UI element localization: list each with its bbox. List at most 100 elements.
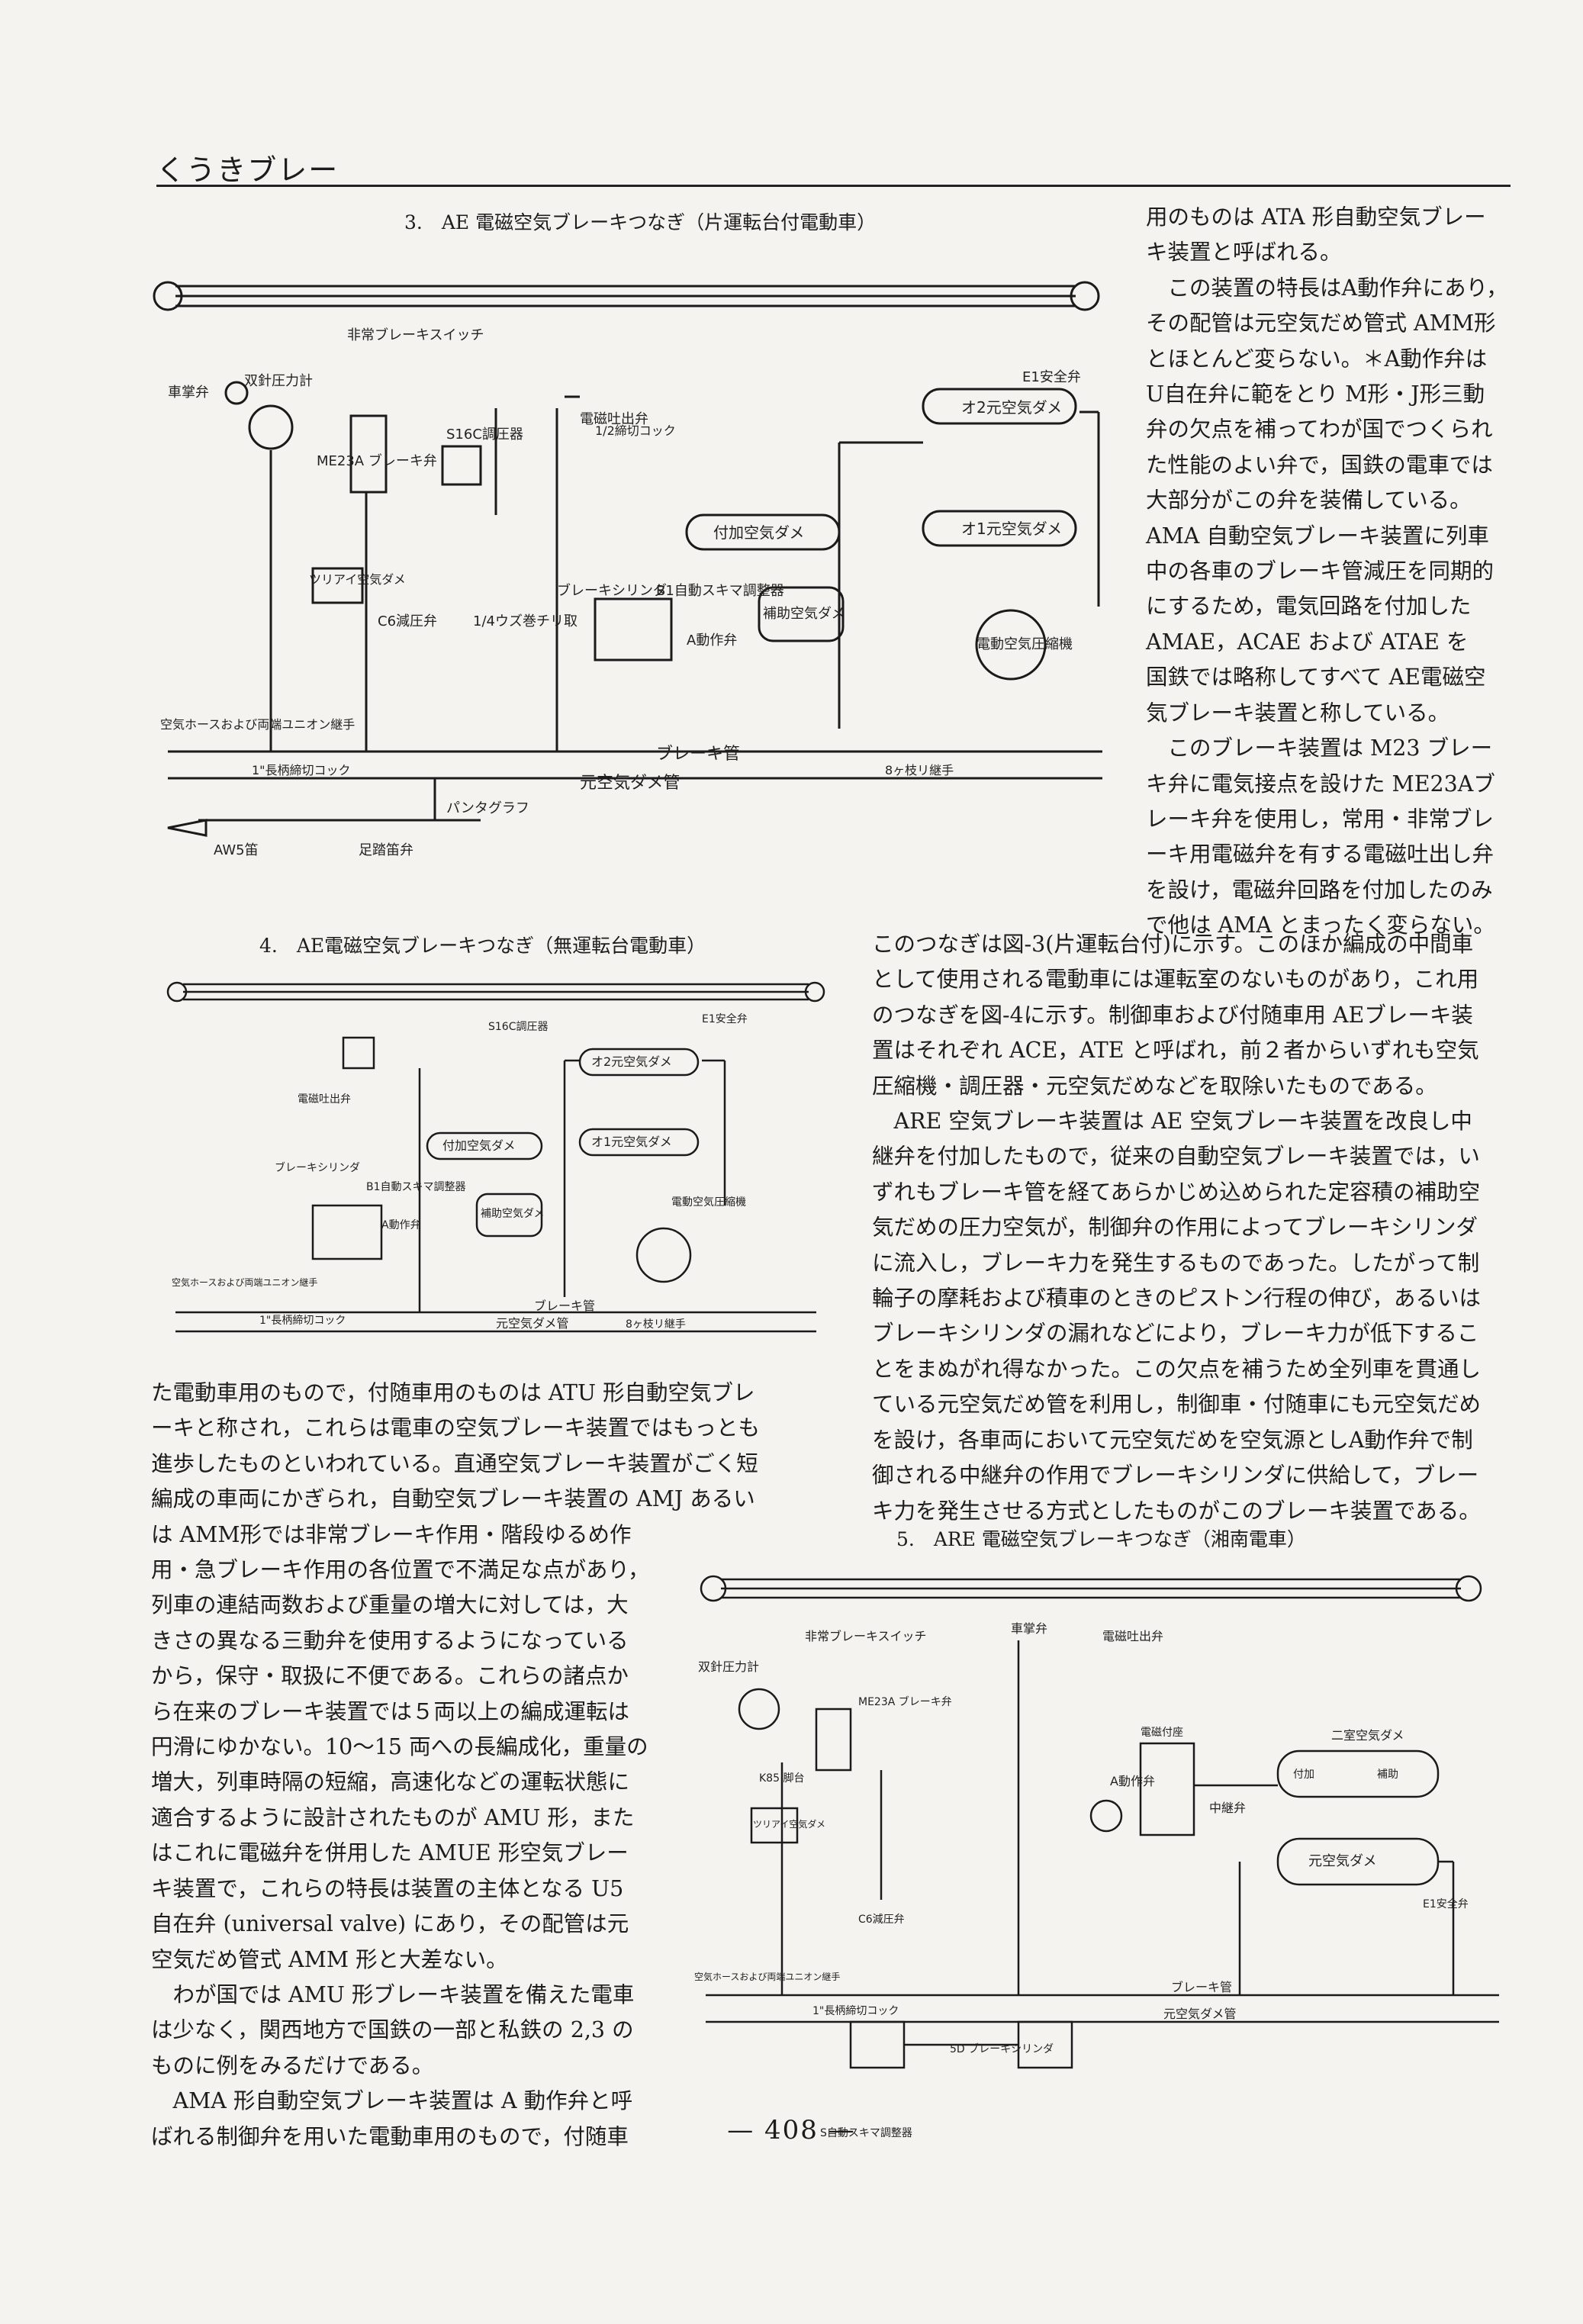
text-line: AMA 形自動空気ブレーキ装置は A 動作弁と呼 [151, 2088, 633, 2114]
fig3-pantograph-label: パンタグラフ [446, 800, 529, 816]
text-line: ARE 空気ブレーキ装置は AE 空気ブレーキ装置を改良し中 [872, 1109, 1472, 1135]
fig3-dirt-collector-label: 1/4ウズ巻チリ取 [473, 613, 578, 629]
text-line: とほとんど変らない。＊A動作弁は [1146, 346, 1488, 372]
fig4-supplementary-reservoir-label: 付加空気ダメ [442, 1138, 516, 1153]
figure-5-diagram: 非常ブレーキスイッチ 双針圧力計 車掌弁 ME23A ブレーキ弁 K85 脚台 … [694, 1575, 1499, 2139]
text-line: た電動車用のもので，付随車用のものは ATU 形自動空気ブレ [151, 1380, 755, 1405]
fig4-main-reservoir-1-label: オ1元空気ダメ [591, 1135, 672, 1149]
fig3-cut-out-cock-label: 1/2締切コック [595, 423, 676, 438]
fig5-main-reservoir-label: 元空気ダメ [1308, 1853, 1376, 1869]
text-line: は少なく，関西地方で国鉄の一部と私鉄の 2,3 の [151, 2017, 634, 2043]
text-line: 自在弁 (universal valve) にあり，その配管は元 [151, 1911, 629, 1937]
figure-3-diagram: ブレーキ管 元空気ダメ管 オ2元空気ダメ オ1元空気ダメ 付加空気ダメ 電動空気… [153, 281, 1102, 858]
text-line: 継弁を付加したもので，従来の自動空気ブレーキ装置では，い [872, 1144, 1480, 1170]
fig5-magnet-valve-label: 電磁吐出弁 [1102, 1629, 1163, 1643]
text-line: ーキ用電磁弁を有する電磁吐出し弁 [1146, 842, 1495, 867]
figure-4-diagram: オ2元空気ダメ オ1元空気ダメ 付加空気ダメ S16C調圧器 E1安全弁 電磁吐… [166, 981, 825, 1333]
text-line: 気だめの圧力空気が，制御弁の作用によってブレーキシリンダ [872, 1215, 1478, 1241]
fig5-a-valve-label: A動作弁 [1110, 1774, 1155, 1788]
text-line: きさの異なる三動弁を使用するようになっている [151, 1627, 629, 1653]
running-header: くうきブレー [156, 153, 339, 187]
text-line: レーキ弁を使用し，常用・非常ブレ [1146, 806, 1495, 832]
text-line: キ力を発生させる方式としたものがこのブレーキ装置である。 [872, 1498, 1481, 1524]
fig5-pedestal-label: K85 脚台 [759, 1772, 804, 1785]
page-number: — 408 — [727, 2115, 856, 2145]
fig4-hose-union-label: 空気ホースおよび両端ユニオン継手 [172, 1276, 317, 1288]
fig5-supplementary-chamber-label: 付加 [1293, 1769, 1314, 1781]
fig3-angle-cock-label: 1"長柄締切コック [252, 763, 351, 777]
text-line: から，保守・取扱に不便である。これらの諸点か [151, 1663, 629, 1689]
fig3-a-valve-label: A動作弁 [687, 633, 737, 649]
fig3-governor-label: S16C調圧器 [446, 426, 523, 443]
fig3-duplex-gauge-label: 双針圧力計 [244, 373, 313, 389]
fig4-main-reservoir-pipe-label: 元空気ダメ管 [496, 1316, 569, 1331]
text-line: ーキと称され，これらは電車の空気ブレーキ装置ではもっとも [151, 1415, 761, 1441]
header-rule [156, 185, 1511, 187]
text-line: 中の各車のブレーキ管減圧を同期的 [1146, 558, 1495, 584]
fig3-reducing-valve-label: C6減圧弁 [378, 613, 437, 629]
fig5-brake-cylinder-label: 5D ブレーキシリンダ [950, 2042, 1054, 2055]
text-line: 御される中継弁の作用でブレーキシリンダに供給して，ブレー [872, 1463, 1479, 1489]
fig5-brake-valve-label: ME23A ブレーキ弁 [858, 1695, 952, 1708]
fig4-brake-cylinder-label: ブレーキシリンダ [275, 1161, 360, 1174]
text-line: で他は AMA とまったく変らない。 [1146, 913, 1495, 938]
fig5-two-chamber-reservoir-label: 二室空気ダメ [1331, 1728, 1404, 1743]
fig5-duplex-gauge-label: 双針圧力計 [698, 1659, 759, 1674]
text-line: に流入し，ブレーキ力を発生するものであった。したがって制 [872, 1250, 1480, 1276]
fig4-angle-cock-label: 1"長柄締切コック [259, 1314, 346, 1327]
fig3-branch-fitting-label: 8ヶ枝リ継手 [885, 763, 954, 777]
text-line: わが国では AMU 形ブレーキ装置を備えた電車 [151, 1981, 635, 2007]
text-line: 進歩したものといわれている。直通空気ブレーキ装置がごく短 [151, 1450, 758, 1476]
fig5-angle-cock-label: 1"長柄締切コック [812, 2004, 899, 2017]
fig3-safety-valve-label: E1安全弁 [1022, 369, 1081, 385]
fig3-emergency-switch-label: 非常ブレーキスイッチ [347, 327, 484, 343]
fig3-slack-adjuster-label: B1自動スキマ調整器 [656, 583, 784, 599]
right-column-text: 用のものは ATA 形自動空気ブレー キ装置と呼ばれる。 この装置の特長はA動作… [1146, 200, 1520, 944]
text-line: このつなぎは図-3(片運転台付)に示す。このほか編成の中間車 [872, 932, 1474, 957]
text-line: このブレーキ装置は M23 ブレー [1146, 736, 1493, 761]
fig4-safety-valve-label: E1安全弁 [702, 1012, 748, 1025]
text-line: として使用される電動車には運転室のないものがあり，これ用 [872, 967, 1479, 993]
text-line: 国鉄では略称してすべて AE電磁空 [1146, 665, 1486, 690]
fig4-auxiliary-reservoir-label: 補助空気ダメ [481, 1208, 545, 1220]
fig4-governor-label: S16C調圧器 [488, 1021, 548, 1033]
text-line: 輪子の摩耗および積車のときのピストン行程の伸び，あるいは [872, 1286, 1482, 1312]
fig3-foot-valve-label: 足踏笛弁 [359, 842, 413, 858]
fig3-supplementary-reservoir-label: 付加空気ダメ [713, 523, 804, 542]
fig4-a-valve-label: A動作弁 [381, 1219, 421, 1231]
text-line: キ弁に電気接点を設けた ME23Aブ [1146, 771, 1495, 797]
fig3-magnet-valve-label: 電磁吐出弁 [580, 411, 648, 427]
fig5-main-reservoir-pipe-label: 元空気ダメ管 [1163, 2007, 1237, 2021]
text-line: 増大，列車時隔の短縮，高速化などの運転状態に [151, 1769, 630, 1795]
fig5-magnet-seat-label: 電磁付座 [1141, 1727, 1183, 1739]
text-line: 適合するように設計されたものが AMU 形，また [151, 1804, 635, 1830]
fig3-brake-cylinder-label: ブレーキシリンダ [557, 582, 667, 599]
text-line: この装置の特長はA動作弁にあり， [1146, 275, 1508, 301]
text-line: 弁の欠点を補ってわが国でつくられ [1146, 417, 1493, 443]
fig3-brake-valve-label: ME23A ブレーキ弁 [317, 452, 437, 469]
figure-3-caption: 3. AE 電磁空気ブレーキつなぎ（片運転台付電動車） [404, 211, 877, 233]
fig4-magnet-valve-label: 電磁吐出弁 [298, 1093, 351, 1106]
fig5-hose-union-label: 空気ホースおよび両端ユニオン継手 [694, 1971, 840, 1982]
text-line: 円滑にゆかない。10～15 両への長編成化，重量の [151, 1734, 648, 1760]
fig5-brake-pipe-label: ブレーキ管 [1171, 1980, 1232, 1994]
text-line: ている元空気だめ管を利用し，制御車・付随車にも元空気だめ [872, 1392, 1482, 1418]
text-line: を設け，各車両において元空気だめを空気源としA動作弁で制 [872, 1427, 1473, 1453]
text-line: U自在弁に範をとり M形・J形三動 [1146, 381, 1485, 407]
fig4-branch-fitting-label: 8ヶ枝リ継手 [626, 1318, 686, 1331]
fig5-reducing-valve-label: C6減圧弁 [858, 1913, 905, 1926]
fig3-conductor-valve-label: 車掌弁 [168, 385, 209, 401]
fig3-main-reservoir-1-label: オ1元空気ダメ [961, 520, 1062, 538]
text-line: はこれに電磁弁を併用した AMUE 形空気ブレー [151, 1840, 629, 1866]
fig5-relay-valve-label: 中継弁 [1209, 1801, 1246, 1815]
text-line: 列車の連結両数および重量の増大に対しては，大 [151, 1592, 629, 1618]
text-line: AMAE，ACAE および ATAE を [1146, 629, 1469, 655]
text-line: にするため，電気回路を付加した [1146, 594, 1472, 620]
fig5-conductor-valve-label: 車掌弁 [1011, 1621, 1047, 1636]
fig3-hose-union-label: 空気ホースおよび両端ユニオン継手 [160, 717, 355, 732]
text-line: 置はそれぞれ ACE，ATE と呼ばれ，前２者からいずれも空気 [872, 1038, 1479, 1064]
text-line: ばれる制御弁を用いた電動車用のもので，付随車 [151, 2123, 629, 2149]
fig3-main-reservoir-2-label: オ2元空気ダメ [961, 398, 1062, 417]
fig3-brake-pipe-label: ブレーキ管 [656, 745, 740, 764]
fig4-slack-adjuster-label: B1自動スキマ調整器 [366, 1181, 466, 1193]
